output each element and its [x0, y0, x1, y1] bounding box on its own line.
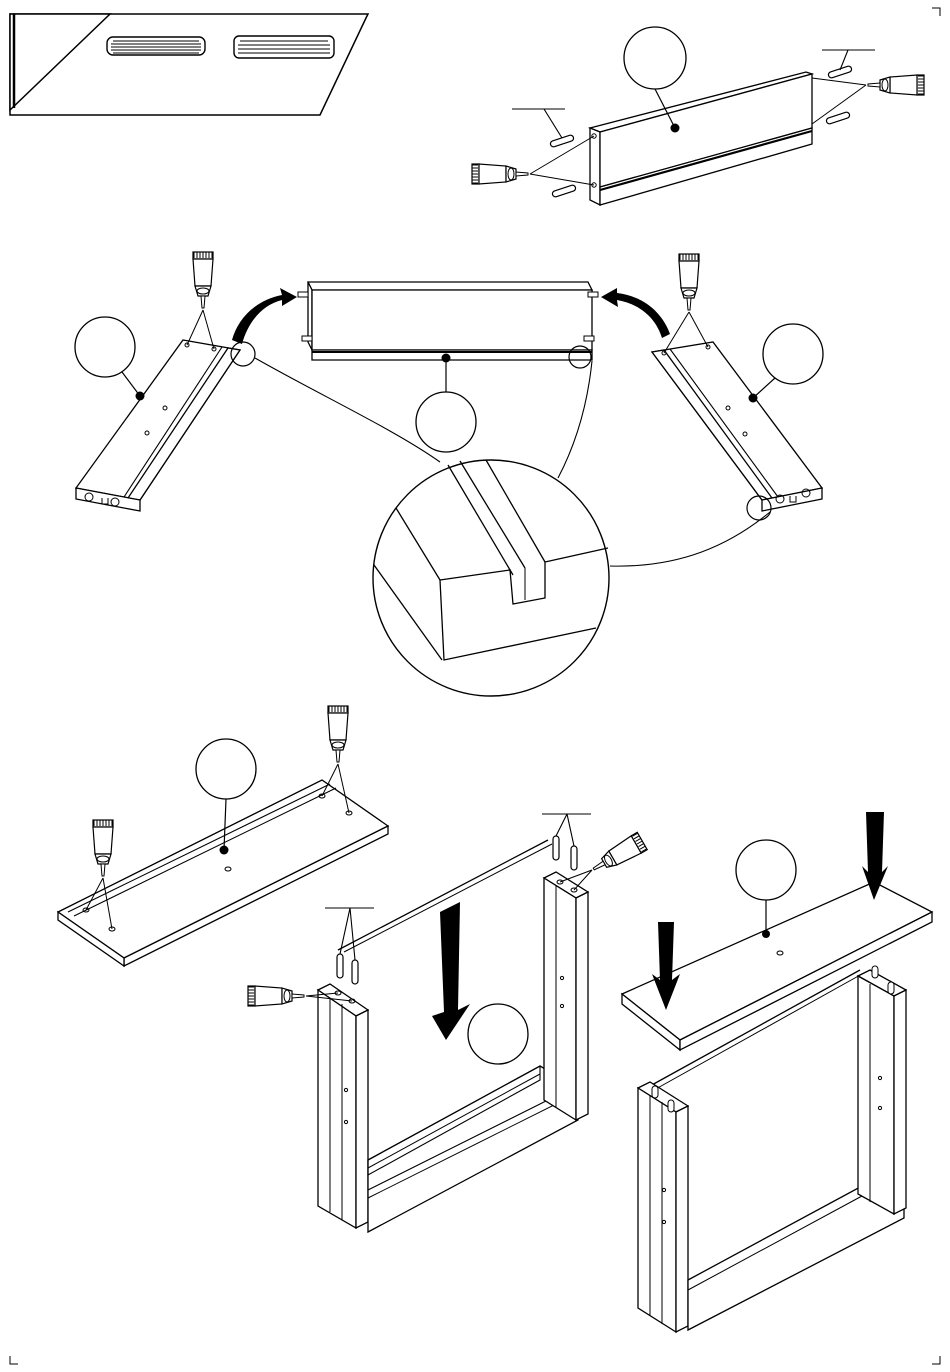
dowel: [826, 111, 851, 124]
down-arrow-icon: [432, 902, 470, 1040]
glue-tube-icon: [328, 706, 348, 762]
step-panel-with-dowels: [472, 27, 924, 205]
dowel: [352, 960, 358, 984]
step-insert-back-panel: [75, 252, 823, 696]
step-bottom-panel: [58, 706, 388, 966]
bottom-panel: [58, 780, 388, 966]
part-callout: [749, 324, 824, 403]
frame-right-post: [858, 966, 906, 1214]
glue-tube-icon: [589, 832, 647, 877]
front-rail-panel: [590, 72, 812, 205]
dowel: [550, 134, 575, 147]
part-callout: [416, 354, 476, 453]
glue-tube-icon: [679, 254, 699, 310]
dowel: [553, 836, 559, 860]
glue-tube-icon: [868, 75, 924, 95]
curved-arrow-icon: [601, 288, 670, 338]
glue-tube-icon: [248, 986, 304, 1006]
glue-tube-icon: [193, 252, 213, 308]
step-frame-assembly: [248, 814, 647, 1232]
dowel: [828, 65, 853, 78]
dowel: [552, 184, 577, 197]
curved-arrow-icon: [232, 288, 297, 344]
dowel: [571, 846, 577, 870]
back-panel: [298, 282, 598, 360]
short-dowel-icon: [107, 37, 205, 55]
frame-right-post: [544, 872, 588, 1120]
frame-left-post: [318, 984, 368, 1228]
glue-tube-icon: [472, 164, 528, 184]
glue-tube-icon: [93, 820, 113, 876]
step-top-panel: [622, 812, 932, 1332]
long-dowel-icon: [234, 36, 334, 58]
part-callout: [75, 317, 145, 401]
part-callout: [468, 1004, 528, 1064]
frame-left-post: [638, 1082, 688, 1332]
parts-legend: [10, 14, 368, 115]
dowel: [337, 954, 343, 978]
